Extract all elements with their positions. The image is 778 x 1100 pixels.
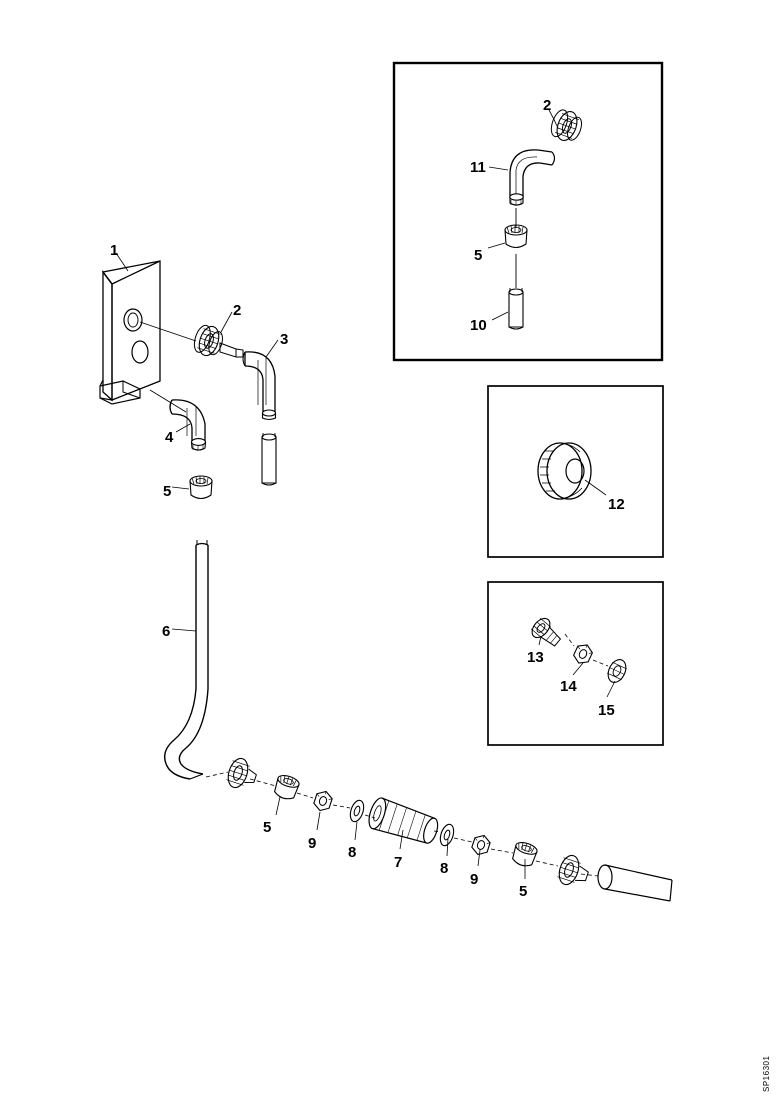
inline-filter-part-7 — [368, 797, 439, 844]
callout-13: 13 — [527, 649, 544, 666]
elbow-connector-part-11 — [509, 149, 556, 206]
mounting-bracket-part-1 — [99, 260, 161, 405]
inline-chain-parts — [205, 755, 673, 902]
inset-box-top-frame — [392, 61, 664, 362]
inset-box-middle-frame — [487, 385, 664, 558]
tube-sleeve-part-10 — [508, 288, 524, 330]
leader-lines-inset-bottom — [538, 635, 616, 698]
cylinder-sleeve-left — [261, 433, 277, 486]
callout-11: 11 — [470, 159, 486, 176]
leader-lines-inset-middle — [584, 479, 607, 496]
inset-bottom-parts — [530, 617, 627, 683]
hose-fitting-part-2 — [193, 323, 244, 359]
callout-4: 4 — [165, 429, 174, 446]
callout-5c: 5 — [519, 883, 528, 900]
callout-8b: 8 — [440, 860, 449, 877]
callout-5b: 5 — [263, 819, 272, 836]
leader-lines-lower — [171, 628, 526, 879]
callout-14: 14 — [560, 678, 577, 695]
callout-5: 5 — [163, 483, 172, 500]
coiled-ring-part-12 — [537, 442, 592, 500]
elbow-connector-part-3 — [242, 351, 277, 421]
small-nut-part-14 — [570, 641, 596, 667]
elbow-connector-part-4 — [169, 399, 207, 451]
leader-lines-main — [115, 252, 279, 490]
callout-10: 10 — [470, 317, 487, 334]
callout-2c: 2 — [543, 97, 552, 114]
callout-3: 3 — [280, 331, 289, 348]
inset-top-parts — [504, 108, 582, 330]
small-clamp-part-13 — [530, 617, 562, 647]
inset-box-bottom-frame — [487, 581, 664, 746]
callout-6: 6 — [162, 623, 171, 640]
bent-pipe-part-6 — [164, 540, 209, 780]
diagram-watermark: SP16301 — [762, 1055, 771, 1092]
callout-9b: 9 — [470, 871, 479, 888]
callout-15: 15 — [598, 702, 615, 719]
callout-12: 12 — [608, 496, 625, 513]
callout-9: 9 — [308, 835, 317, 852]
callout-5d: 5 — [474, 247, 483, 264]
end-tube — [597, 864, 673, 902]
callout-8: 8 — [348, 844, 357, 861]
callout-1: 1 — [110, 242, 119, 259]
callout-2: 2 — [233, 302, 242, 319]
small-washer-part-15 — [607, 659, 627, 683]
leader-lines-inset-top — [487, 109, 559, 321]
callout-7: 7 — [394, 854, 403, 871]
cap-plug-part-5 — [189, 475, 213, 500]
